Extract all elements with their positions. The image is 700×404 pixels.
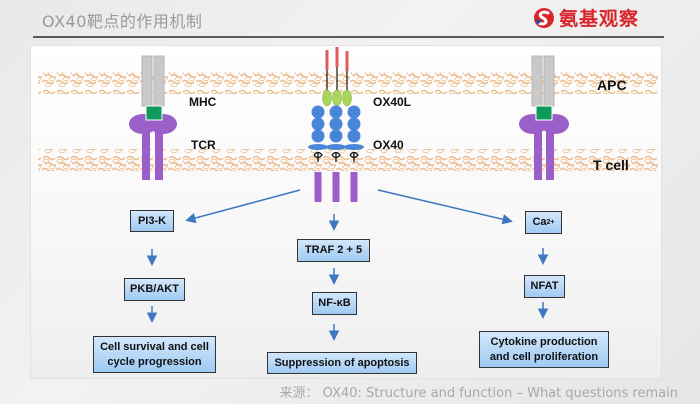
arrow-to-ca bbox=[377, 189, 513, 225]
suppression-apoptosis-box: Suppression of apoptosis bbox=[267, 352, 417, 374]
ox40-ox40l-trimer bbox=[308, 47, 364, 202]
ox40-domain bbox=[329, 129, 343, 143]
ox40l-label: OX40L bbox=[373, 95, 412, 109]
ca-text: Ca bbox=[532, 216, 547, 229]
peptide bbox=[145, 105, 163, 121]
ox40-transmembrane-coil bbox=[331, 151, 341, 162]
ox40-domain bbox=[347, 105, 361, 119]
tcr-stalk bbox=[546, 128, 554, 180]
tcr-stalk bbox=[155, 128, 163, 180]
tcell-membrane bbox=[38, 149, 658, 171]
apc-membrane bbox=[38, 72, 658, 94]
ox40-domain bbox=[329, 117, 343, 131]
ox40l-head bbox=[332, 89, 342, 107]
ox40l-head bbox=[342, 89, 352, 107]
ox40-cytoplasmic-tail bbox=[350, 172, 358, 202]
peptide bbox=[535, 105, 553, 121]
ox40l-head bbox=[322, 89, 332, 107]
traf-box: TRAF 2 + 5 bbox=[297, 239, 370, 262]
tcell-label: T cell bbox=[593, 157, 629, 173]
ox40-cytoplasmic-tail bbox=[332, 172, 340, 202]
arrow-to-pi3k bbox=[185, 189, 301, 224]
pi3k-box: PI3-K bbox=[130, 210, 174, 232]
outcome-line: Cell survival and cell bbox=[100, 340, 209, 353]
ox40-domain bbox=[311, 117, 325, 131]
mhc-chain bbox=[531, 55, 543, 107]
header-divider bbox=[33, 36, 664, 38]
source-citation: 来源： OX40: Structure and function – What … bbox=[279, 386, 678, 401]
pkb-akt-box: PKB/AKT bbox=[124, 278, 185, 301]
cell-survival-box: Cell survival and cell cycle progression bbox=[93, 336, 216, 373]
cytokine-box: Cytokine production and cell proliferati… bbox=[479, 331, 609, 368]
mhc-chain bbox=[153, 55, 165, 107]
ox40-domain bbox=[311, 105, 325, 119]
brand: 氨基观察 bbox=[533, 4, 639, 31]
nfat-box: NFAT bbox=[524, 275, 565, 298]
ox40-cytoplasmic-tail bbox=[314, 172, 322, 202]
mhc-chain bbox=[543, 55, 555, 107]
mhc-label: MHC bbox=[189, 95, 217, 109]
ca-subscript: 2+ bbox=[546, 218, 555, 226]
page-title: OX40靶点的作用机制 bbox=[42, 12, 203, 31]
ox40-base bbox=[326, 144, 346, 150]
mhc-tcr-complex-right bbox=[519, 55, 569, 180]
ox40-transmembrane-coil bbox=[349, 151, 359, 162]
nfkb-box: NF-κB bbox=[312, 292, 357, 315]
brand-s-logo-icon bbox=[534, 7, 554, 28]
ox40-base bbox=[344, 144, 364, 150]
brand-name: 氨基观察 bbox=[559, 8, 640, 30]
tcr-stalk bbox=[142, 128, 150, 180]
outcome-line: and cell proliferation bbox=[489, 350, 599, 363]
mhc-chain bbox=[141, 55, 153, 107]
apc-label: APC bbox=[597, 77, 627, 93]
ox40-transmembrane-coil bbox=[313, 151, 323, 162]
ox40l-stalk-red bbox=[325, 50, 329, 70]
ox40-domain bbox=[347, 129, 361, 143]
ox40-domain bbox=[311, 129, 325, 143]
outcome-line: Suppression of apoptosis bbox=[274, 356, 410, 369]
ox40l-stalk-red bbox=[345, 51, 349, 71]
tcr-stalk bbox=[534, 128, 542, 180]
ox40-label: OX40 bbox=[373, 138, 404, 152]
outcome-line: Cytokine production bbox=[490, 335, 598, 348]
ox40-domain bbox=[329, 105, 343, 119]
ox40-base bbox=[308, 144, 328, 150]
mhc-tcr-complex-left bbox=[129, 55, 177, 180]
ox40-domain bbox=[347, 117, 361, 131]
outcome-line: cycle progression bbox=[107, 355, 202, 368]
tcr-label: TCR bbox=[191, 138, 216, 152]
ox40l-stalk-red bbox=[335, 47, 339, 67]
